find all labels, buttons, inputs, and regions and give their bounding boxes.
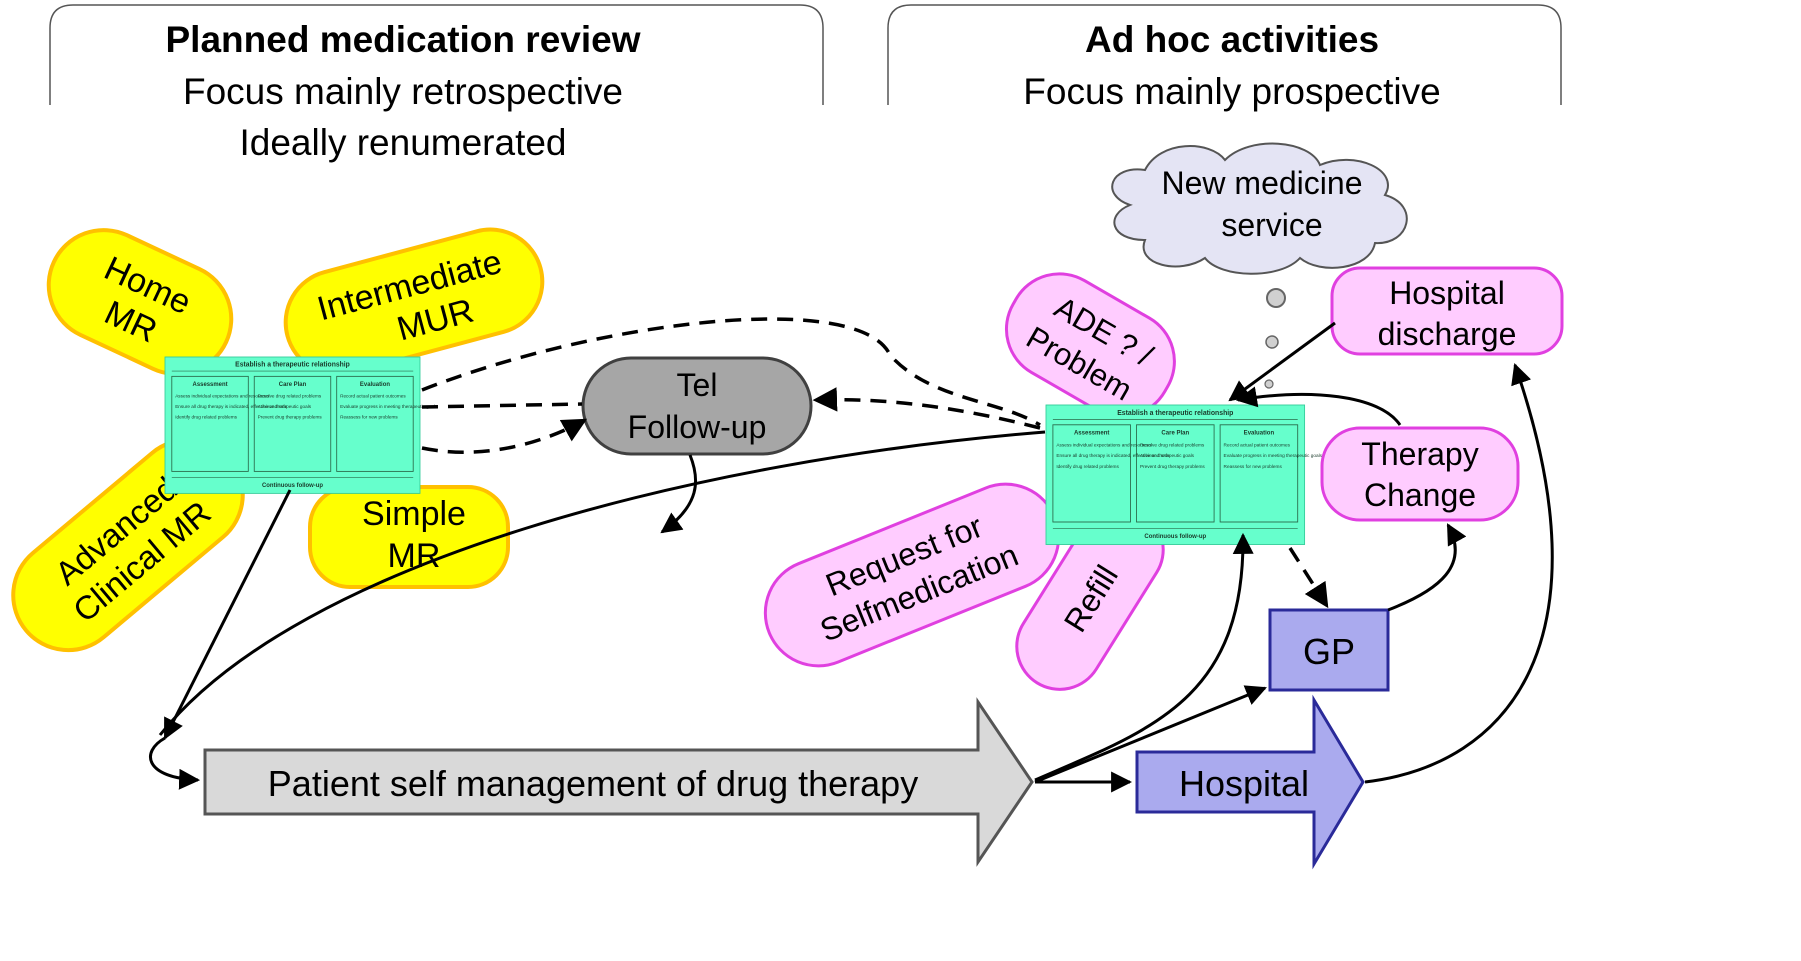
right-care-card: Establish a therapeutic relationship Ass… (1045, 404, 1323, 545)
hospital-arrow (1135, 694, 1365, 870)
svg-text:Care Plan: Care Plan (279, 382, 307, 388)
therapy-change-to-card-connector (1235, 386, 1402, 426)
home-mr-node: Home MR (46, 228, 234, 376)
card-to-right-card-dashed-curve (421, 317, 1041, 427)
svg-text:discharge: discharge (1378, 316, 1517, 352)
patient-to-gp-connector (1034, 685, 1267, 784)
svg-text:Identify drug related problems: Identify drug related problems (175, 415, 237, 421)
right-card-to-gp-dashed-arrow (1288, 547, 1329, 609)
svg-text:Tel: Tel (677, 367, 718, 403)
svg-text:Ensure all drug therapy is ind: Ensure all drug therapy is indicated, ef… (175, 404, 287, 410)
svg-text:Resolve drug related problems: Resolve drug related problems (1140, 442, 1205, 448)
svg-text:New medicine: New medicine (1162, 165, 1363, 201)
patient-self-management-arrow (203, 697, 1034, 867)
patient-side-loop (149, 736, 201, 790)
svg-text:Record actual patient outcomes: Record actual patient outcomes (1224, 442, 1291, 448)
card-to-tel-dashed-connector (421, 402, 583, 409)
svg-text:Patient self management of dru: Patient self management of drug therapy (268, 763, 918, 804)
svg-text:Ensure all drug therapy is ind: Ensure all drug therapy is indicated, ef… (1056, 453, 1170, 459)
svg-text:Hospital: Hospital (1389, 275, 1505, 311)
card-to-tel-dashed-arrow (421, 418, 588, 454)
svg-text:Follow-up: Follow-up (628, 409, 767, 445)
svg-text:Assess individual expectations: Assess individual expectations and resou… (175, 393, 270, 399)
svg-text:Assessment: Assessment (193, 382, 228, 388)
svg-text:Therapy: Therapy (1361, 436, 1478, 472)
svg-text:Achieve therapeutic goals: Achieve therapeutic goals (258, 404, 312, 410)
gp-to-therapy-change-connector (1387, 523, 1467, 612)
svg-text:Establish a therapeutic relati: Establish a therapeutic relationship (1117, 410, 1233, 417)
hospital-to-discharge-connector (1364, 363, 1554, 784)
card-to-patient-connector (163, 489, 292, 740)
svg-text:Evaluation: Evaluation (1244, 430, 1275, 437)
right-card-to-patient-long-curve (158, 430, 1046, 736)
svg-text:Prevent drug therapy problems: Prevent drug therapy problems (258, 415, 323, 421)
intermediate-mur-node: Intermediate MUR (283, 227, 545, 377)
svg-text:Evaluate progress in meeting t: Evaluate progress in meeting therapeutic… (1224, 453, 1323, 459)
svg-text:Reassess for new problems: Reassess for new problems (1224, 464, 1283, 470)
hospital-discharge-node (1330, 266, 1564, 356)
svg-text:Evaluate progress in meeting t: Evaluate progress in meeting therapeutic… (340, 404, 438, 410)
svg-text:Resolve drug related problems: Resolve drug related problems (258, 393, 322, 399)
svg-text:Record actual patient outcomes: Record actual patient outcomes (340, 393, 406, 399)
svg-text:Establish a therapeutic relati: Establish a therapeutic relationship (235, 362, 350, 369)
tel-to-long-curve-connector (660, 454, 698, 534)
svg-text:Simple: Simple (362, 495, 466, 533)
svg-text:Continuous follow-up: Continuous follow-up (262, 483, 323, 489)
svg-text:Reassess for new problems: Reassess for new problems (340, 415, 398, 421)
svg-text:Achieve therapeutic goals: Achieve therapeutic goals (1140, 453, 1195, 459)
left-section-line1: Focus mainly retrospective (183, 71, 623, 112)
left-section-line2: Ideally renumerated (239, 122, 566, 163)
tel-followup-node (581, 356, 813, 456)
therapy-change-node (1320, 426, 1520, 522)
right-section-bracket (887, 4, 1562, 105)
right-section-title: Ad hoc activities (1085, 19, 1379, 60)
left-care-card: Establish a therapeutic relationship Ass… (164, 356, 438, 494)
left-section-title: Planned medication review (166, 19, 641, 60)
svg-text:service: service (1221, 207, 1322, 243)
gp-box (1268, 608, 1390, 692)
right-card-to-tel-dashed-arrow (812, 387, 1041, 430)
svg-text:Care Plan: Care Plan (1161, 430, 1189, 437)
svg-text:Assessment: Assessment (1074, 430, 1109, 437)
svg-text:Prevent drug therapy problems: Prevent drug therapy problems (1140, 464, 1205, 470)
refill-node: Refill (1015, 505, 1165, 691)
svg-text:Hospital: Hospital (1179, 763, 1309, 804)
svg-text:Evaluation: Evaluation (360, 382, 390, 388)
right-section-line1: Focus mainly prospective (1023, 71, 1440, 112)
new-medicine-service-cloud: New medicine service (1111, 142, 1408, 389)
discharge-to-card-connector (1228, 321, 1336, 402)
patient-to-right-card-connector (1034, 532, 1254, 782)
svg-text:Identify drug related problems: Identify drug related problems (1056, 464, 1119, 470)
svg-text:Change: Change (1364, 477, 1476, 513)
left-section-bracket (49, 4, 824, 105)
svg-text:Assess individual expectations: Assess individual expectations and resou… (1056, 442, 1152, 448)
svg-text:Continuous follow-up: Continuous follow-up (1144, 533, 1206, 540)
svg-text:GP: GP (1303, 631, 1355, 672)
